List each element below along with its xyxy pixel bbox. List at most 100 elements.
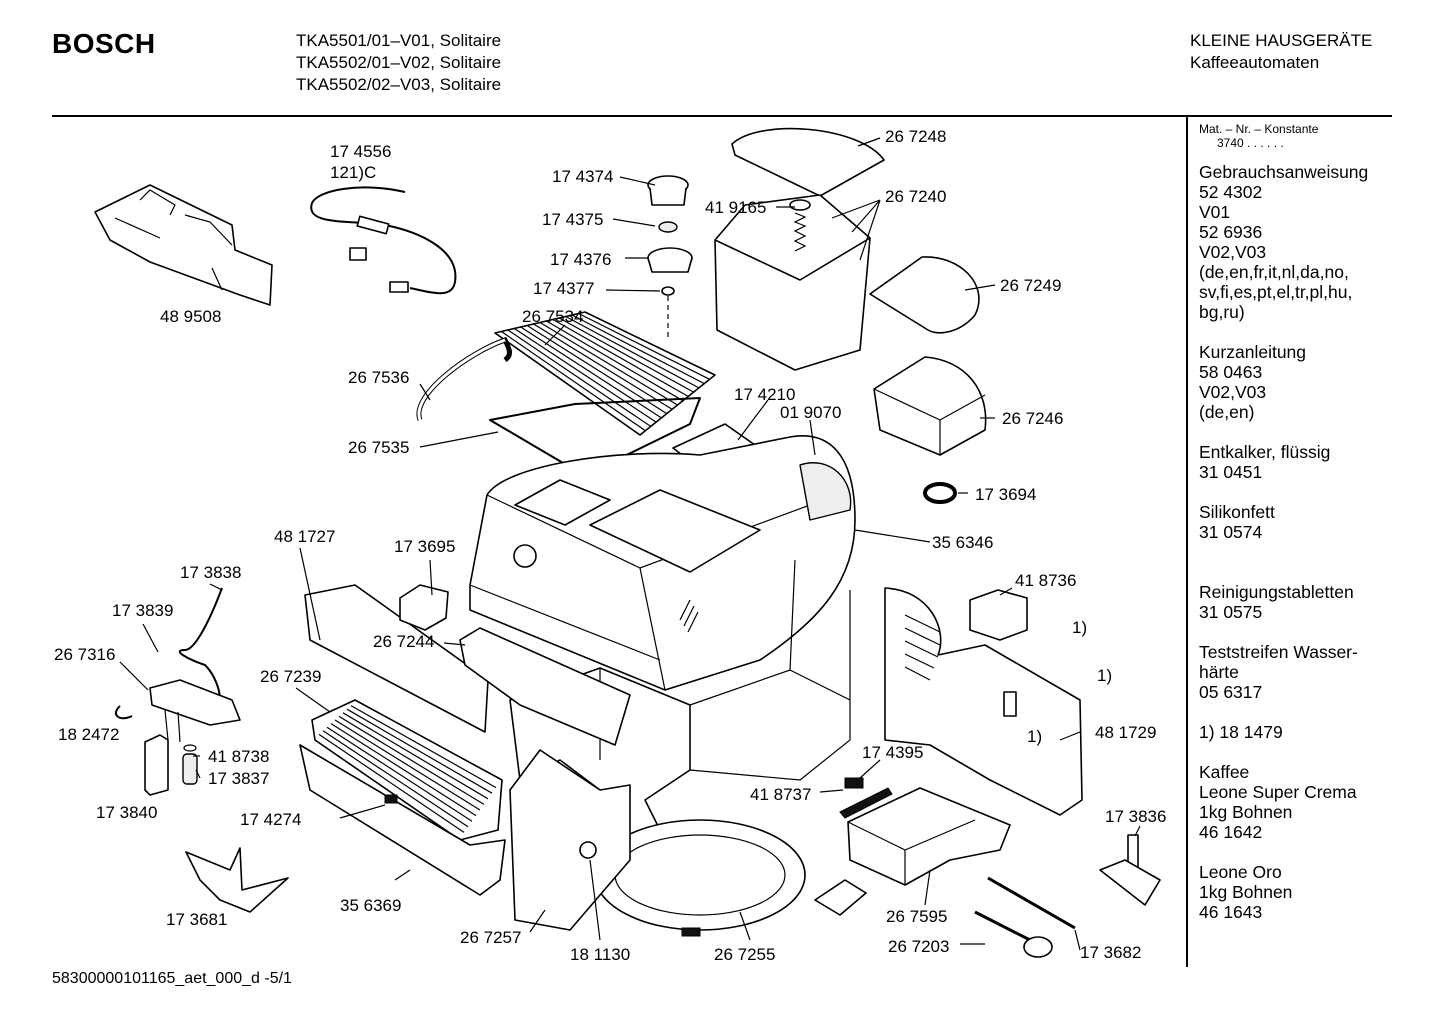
part-label: 26 7248 [885, 127, 946, 146]
lid-part [731, 127, 885, 197]
accessory-line: 1) 18 1479 [1199, 722, 1283, 742]
switch-part [399, 584, 449, 631]
accessory-line: sv,fi,es,pt,el,tr,pl,hu, [1199, 282, 1353, 302]
accessory-line: Gebrauchsanweisung [1199, 162, 1369, 182]
part-label: 48 9508 [160, 307, 221, 326]
model-line: TKA5502/02–V03, Solitaire [296, 75, 502, 94]
part-label: 41 8738 [208, 747, 269, 766]
part-label: 26 7535 [348, 438, 409, 457]
accessory-line: 31 0575 [1199, 602, 1263, 622]
part-label: 17 3681 [166, 910, 227, 929]
accessory-group: 1) 18 1479 [1199, 722, 1439, 742]
part-label: 17 4395 [862, 743, 923, 762]
grill-part [494, 311, 716, 436]
part-label: 26 7257 [460, 928, 521, 947]
hose-part [416, 336, 512, 421]
part-label: 17 4374 [552, 167, 613, 186]
sidebar-header: Mat. – Nr. – Konstante [1199, 122, 1319, 136]
part-label: 1) [1072, 618, 1087, 637]
part-label: 17 3836 [1105, 807, 1166, 826]
accessory-line: Leone Oro [1199, 862, 1282, 882]
accessory-line: 31 0574 [1199, 522, 1263, 542]
accessory-line: Kurzanleitung [1199, 342, 1307, 362]
mount-bracket-part [459, 627, 631, 746]
part-label: 26 7249 [1000, 276, 1061, 295]
part-label: 1) [1027, 727, 1042, 746]
category-line: KLEINE HAUSGERÄTE [1190, 31, 1373, 50]
part-label: 17 4375 [542, 210, 603, 229]
accessory-line: V01 [1199, 202, 1231, 222]
bean-container-part [714, 194, 871, 371]
part-label: 26 7534 [522, 307, 583, 326]
part-label: 26 7255 [714, 945, 775, 964]
valve-parts [647, 175, 693, 340]
part-label: 17 3695 [394, 537, 455, 556]
part-number-labels: 48 9508 17 4556 121)C 17 4374 17 4375 17 4376… [54, 127, 1166, 964]
part-label: 17 3837 [208, 769, 269, 788]
scoop-part [185, 847, 289, 913]
accessory-line: 52 4302 [1199, 182, 1263, 202]
category-subline: Kaffeeautomaten [1190, 53, 1320, 72]
accessory-line: bg,ru) [1199, 302, 1245, 322]
main-housing-part [469, 435, 856, 691]
accessory-line: 46 1642 [1199, 822, 1263, 842]
part-label: 17 4376 [550, 250, 611, 269]
part-label: 17 4556 [330, 142, 391, 161]
accessory-line: Teststreifen Wasser- [1199, 642, 1358, 662]
part-label: 17 3840 [96, 803, 157, 822]
part-label: 01 9070 [780, 403, 841, 422]
drip-tray-part [299, 699, 506, 896]
clip-part [969, 589, 1028, 641]
accessory-line: 58 0463 [1199, 362, 1263, 382]
accessory-line: härte [1199, 662, 1239, 682]
sidebar-constant: 3740 . . . . . . [1217, 136, 1284, 150]
accessory-line: (de,en,fr,it,nl,da,no, [1199, 262, 1349, 282]
spoon-part [974, 910, 1053, 958]
part-label: 17 4377 [533, 279, 594, 298]
part-label: 41 8737 [750, 785, 811, 804]
bracket-part [94, 184, 273, 306]
brush-part [987, 876, 1076, 930]
part-label: 26 7244 [373, 632, 434, 651]
accessory-line: Leone Super Crema [1199, 782, 1357, 802]
accessory-sidebar: Mat. – Nr. – Konstante 3740 . . . . . . … [1199, 122, 1439, 922]
part-label: 121)C [330, 163, 376, 182]
part-label: 26 7595 [886, 907, 947, 926]
front-panel-part [304, 584, 489, 733]
document-code: 58300000101165_aet_000_d -5/1 [52, 970, 292, 987]
part-label: 17 3682 [1080, 943, 1141, 962]
part-label: 48 1727 [274, 527, 335, 546]
side-panel-part [884, 587, 1083, 816]
part-label: 17 3694 [975, 485, 1036, 504]
part-label: 17 4274 [240, 810, 301, 829]
accessory-line: Entkalker, flüssig [1199, 442, 1331, 462]
accessory-line: 46 1643 [1199, 902, 1263, 922]
part-drawings [94, 127, 1161, 958]
cover-part [869, 256, 980, 334]
part-label: 1) [1097, 666, 1112, 685]
accessory-line: (de,en) [1199, 402, 1255, 422]
part-label: 35 6369 [340, 896, 401, 915]
accessory-line: 31 0451 [1199, 462, 1263, 482]
accessory-line: Kaffee [1199, 762, 1250, 782]
bowl-part [873, 356, 987, 456]
part-label: 41 8736 [1015, 571, 1076, 590]
part-label: 18 2472 [58, 725, 119, 744]
part-label: 26 7246 [1002, 409, 1063, 428]
category: KLEINE HAUSGERÄTE Kaffeeautomaten [1190, 30, 1372, 74]
part-label: 17 3839 [112, 601, 173, 620]
model-list: TKA5501/01–V01, Solitaire TKA5502/01–V02… [296, 30, 501, 96]
part-label: 17 3838 [180, 563, 241, 582]
accessory-line: 1kg Bohnen [1199, 802, 1293, 822]
accessory-line: V02,V03 [1199, 382, 1267, 402]
cable-part [310, 186, 457, 295]
part-label: 26 7239 [260, 667, 321, 686]
